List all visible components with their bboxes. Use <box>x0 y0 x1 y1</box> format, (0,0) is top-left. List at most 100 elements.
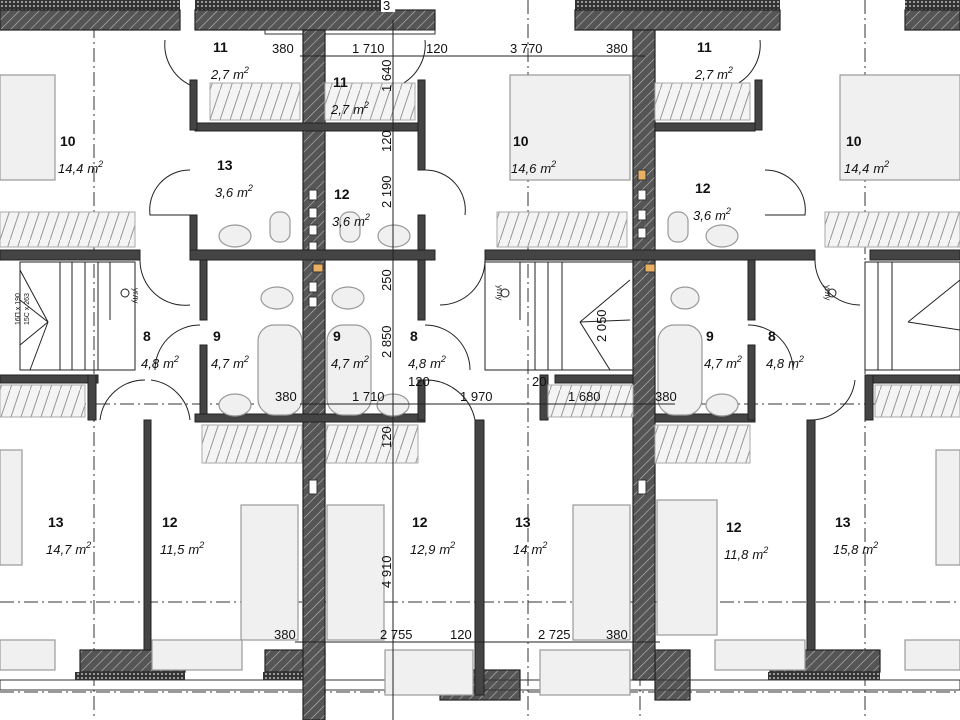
room-number: 9 <box>706 328 714 344</box>
dim-label: 380 <box>274 627 296 642</box>
room-number: 10 <box>60 133 76 149</box>
wardrobe <box>654 424 751 464</box>
dim-label: 380 <box>655 389 677 404</box>
wardrobe <box>547 384 634 418</box>
room-number: 13 <box>48 514 64 530</box>
room-number: 13 <box>515 514 531 530</box>
dims-middle: 380 1 710 120 1 970 20 1 680 380 <box>275 374 677 404</box>
dim-label: 2 850 <box>379 325 394 358</box>
furniture <box>0 74 960 696</box>
toilet <box>670 286 700 310</box>
wardrobe <box>0 211 136 248</box>
room-number: 12 <box>162 514 178 530</box>
bathtub <box>257 324 303 416</box>
room-number: 12 <box>334 186 350 202</box>
dim-label: 4 910 <box>379 555 394 588</box>
bed <box>656 499 718 636</box>
room-number: 13 <box>217 157 233 173</box>
toilet <box>331 286 365 310</box>
dims-bottom: 380 2 755 120 2 725 380 <box>274 627 628 642</box>
staircase <box>19 261 960 371</box>
axis-marker: 3 <box>383 0 390 13</box>
stair-up-label: углу <box>495 285 504 300</box>
dim-label: 2 725 <box>538 627 571 642</box>
dim-label: 120 <box>450 627 472 642</box>
dim-label: 120 <box>379 130 394 152</box>
stair-size-label: 16П x 190 <box>15 293 22 325</box>
toilet <box>339 211 361 243</box>
room-number: 8 <box>768 328 776 344</box>
dim-label: 250 <box>379 269 394 291</box>
desk <box>0 639 56 671</box>
dim-label: 380 <box>275 389 297 404</box>
sink <box>218 224 252 248</box>
sink <box>218 393 252 417</box>
desk <box>714 639 806 671</box>
room-number: 12 <box>695 180 711 196</box>
load-bearing-walls <box>302 29 656 720</box>
wardrobe <box>0 384 86 418</box>
dim-label: 120 <box>379 426 394 448</box>
sink <box>705 393 739 417</box>
dim-label: 120 <box>426 41 448 56</box>
bed <box>326 504 385 641</box>
toilet <box>260 286 294 310</box>
door-swings <box>99 39 861 421</box>
room-number: 10 <box>513 133 529 149</box>
room-number: 11 <box>213 39 228 55</box>
dim-label: 1 710 <box>352 41 385 56</box>
room-number: 11 <box>697 39 712 55</box>
toilet <box>667 211 689 243</box>
room-number: 12 <box>726 519 742 535</box>
bathtub <box>326 324 372 416</box>
toilet <box>269 211 291 243</box>
desk <box>151 639 243 671</box>
dims-top: 380 1 710 120 3 770 380 <box>272 41 628 56</box>
dim-label: 1 640 <box>379 59 394 92</box>
room-number: 10 <box>846 133 862 149</box>
wardrobe <box>874 384 960 418</box>
dim-label: 380 <box>606 41 628 56</box>
stair-up-label: углу <box>823 285 832 300</box>
room-number: 11 <box>333 74 348 90</box>
wardrobe <box>325 424 419 464</box>
dim-label: 1 680 <box>568 389 601 404</box>
bathtub <box>657 324 703 416</box>
wardrobe <box>209 82 301 121</box>
dim-label: 380 <box>606 627 628 642</box>
bed <box>509 74 631 181</box>
dim-label: 120 <box>408 374 430 389</box>
dims-vertical: 1 640 120 2 190 250 2 850 120 4 910 2 05… <box>379 59 609 588</box>
wardrobe <box>654 82 751 121</box>
desk <box>384 649 474 696</box>
dim-label: 1 710 <box>352 389 385 404</box>
bed <box>0 74 56 181</box>
